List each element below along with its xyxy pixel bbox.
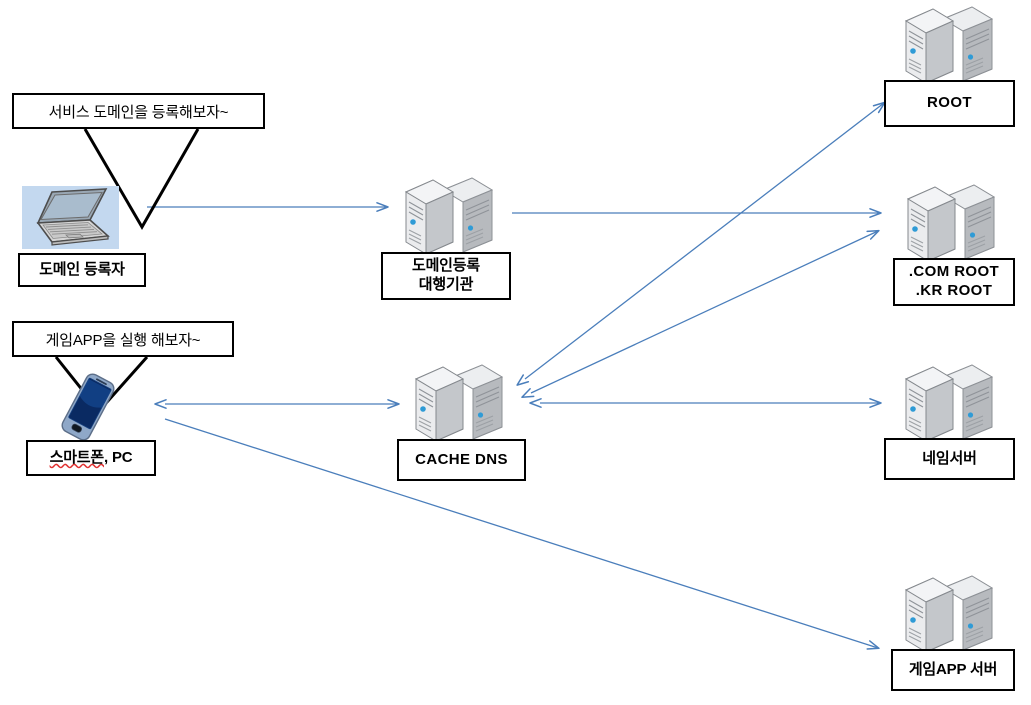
laptop-icon bbox=[22, 186, 119, 249]
node-label-smartphone-pc: 스마트폰, PC bbox=[26, 440, 156, 476]
speech-bubble-game-text: 게임APP을 실행 해보자~ bbox=[45, 331, 201, 349]
node-label-cache-dns-text: CACHE DNS bbox=[415, 450, 508, 468]
node-label-domain-registrant: 도메인 등록자 bbox=[18, 253, 146, 287]
server-icon-nameserver bbox=[900, 361, 996, 443]
node-label-com-root-line1: .COM ROOT bbox=[908, 263, 1000, 281]
node-label-domain-registrant-text: 도메인 등록자 bbox=[39, 260, 125, 278]
server-icon-root bbox=[900, 3, 996, 85]
node-label-domain-registrar-line2: 대행기관 bbox=[418, 276, 474, 293]
node-label-game-app-server-text: 게임APP 서버 bbox=[908, 660, 998, 678]
server-icon-domain-registrar bbox=[400, 174, 496, 256]
server-icon-game-app-server bbox=[900, 572, 996, 654]
node-label-smartphone-pc-text: 스마트폰, PC bbox=[50, 449, 133, 467]
edge-cache-to-root bbox=[516, 101, 886, 386]
node-label-kr-root-line2: .KR ROOT bbox=[915, 282, 993, 299]
node-label-root: ROOT bbox=[884, 80, 1015, 127]
node-label-root-text: ROOT bbox=[927, 94, 972, 112]
node-label-nameserver-text: 네임서버 bbox=[922, 449, 977, 467]
node-label-smartphone-pc-suffix: , PC bbox=[104, 448, 133, 466]
node-label-domain-registrar: 도메인등록 대행기관 bbox=[381, 252, 511, 300]
node-label-nameserver: 네임서버 bbox=[884, 438, 1015, 480]
speech-bubble-register-text: 서비스 도메인을 등록해보자~ bbox=[48, 103, 229, 121]
speech-bubble-register: 서비스 도메인을 등록해보자~ bbox=[12, 93, 265, 129]
spellcheck-underline: 스마트폰 bbox=[49, 448, 105, 466]
node-label-domain-registrar-line1: 도메인등록 bbox=[411, 257, 480, 275]
server-icon-com-kr-root bbox=[902, 181, 998, 263]
node-label-com-kr-root: .COM ROOT .KR ROOT bbox=[893, 258, 1015, 306]
speech-bubble-game: 게임APP을 실행 해보자~ bbox=[12, 321, 234, 357]
smartphone-icon bbox=[48, 371, 128, 443]
node-label-cache-dns: CACHE DNS bbox=[397, 439, 526, 481]
server-icon-cache-dns bbox=[410, 361, 506, 443]
node-label-game-app-server: 게임APP 서버 bbox=[891, 649, 1015, 691]
edge-cache-to-com-root bbox=[521, 229, 880, 398]
